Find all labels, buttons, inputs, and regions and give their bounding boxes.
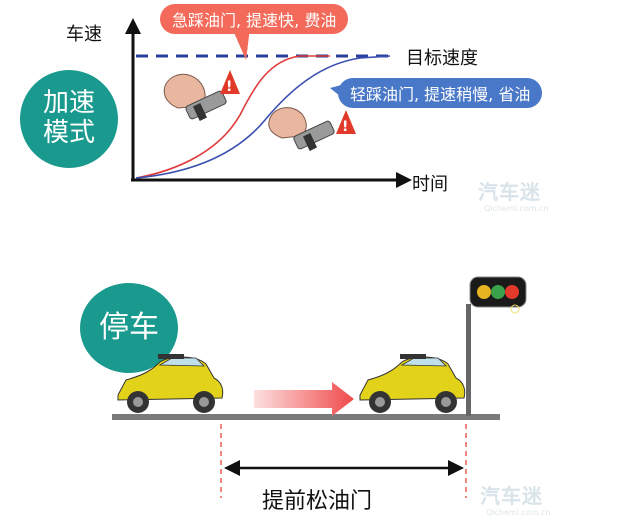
target-speed-label: 目标速度 (406, 48, 478, 69)
traffic-light-green (491, 285, 505, 299)
x-axis-label: 时间 (412, 174, 448, 195)
release-throttle-label: 提前松油门 (262, 489, 373, 514)
release-distance-right-arrow (448, 460, 464, 476)
light-press-bubble: 轻踩油门, 提速稍慢, 省油 (338, 78, 543, 108)
car-icon-right (359, 354, 466, 413)
y-axis-arrowhead (125, 18, 141, 34)
acceleration-mode-label-line1: 加速 (42, 88, 95, 119)
release-distance-left-arrow (224, 460, 240, 476)
y-axis-label: 车速 (66, 24, 102, 45)
hard-press-bubble-pointer (232, 28, 250, 60)
watermark-text: 汽车迷 (478, 180, 541, 204)
car-icon-left (117, 354, 224, 413)
light-press-foot-icon: ! (268, 107, 356, 151)
watermark-subtext: Qichemi.com.cn (484, 204, 549, 213)
hard-press-curve (135, 55, 330, 179)
traffic-light-red (505, 285, 519, 299)
light-press-curve (135, 55, 391, 179)
hard-press-foot-icon: ! (163, 70, 240, 121)
watermark-text-bottom: 汽车迷 (480, 484, 543, 508)
traffic-light-pole (466, 304, 471, 416)
svg-text:!: ! (342, 119, 348, 135)
road (112, 414, 500, 420)
svg-text:!: ! (226, 79, 232, 95)
motion-arrow (254, 382, 354, 416)
acceleration-mode-badge: 加速 模式 (20, 70, 118, 168)
x-axis-arrowhead (396, 172, 412, 188)
watermark-subtext-bottom: Qichemi.com.cn (486, 508, 551, 517)
traffic-light-yellow (477, 285, 491, 299)
parking-label: 停车 (99, 309, 159, 345)
acceleration-mode-label-line2: 模式 (42, 118, 95, 148)
hard-press-bubble: 急踩油门, 提速快, 费油 (160, 4, 349, 34)
traffic-light-icon (469, 276, 527, 314)
